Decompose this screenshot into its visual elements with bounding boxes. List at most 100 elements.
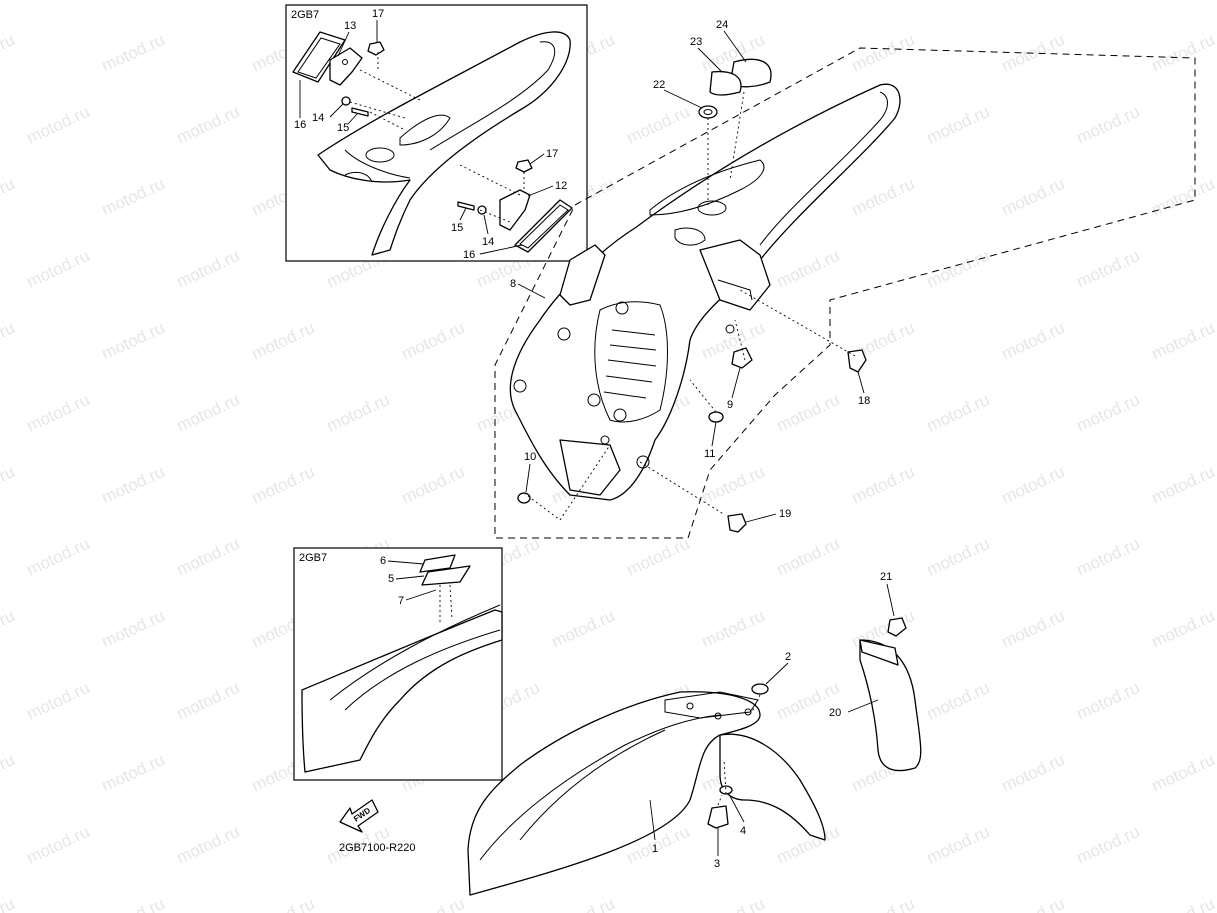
callout-4: 4: [740, 825, 746, 837]
callout-6: 6: [380, 555, 386, 567]
callout-19: 19: [779, 508, 791, 520]
leader-2: [765, 662, 789, 685]
fender-ribs: [603, 329, 657, 399]
watermark-text: motod.ru: [99, 318, 168, 364]
washer-lower-icon: [477, 205, 487, 215]
watermark-text: motod.ru: [624, 102, 693, 148]
watermark-text: motod.ru: [24, 0, 93, 4]
watermark-text: motod.ru: [924, 678, 993, 724]
watermark-text: motod.ru: [249, 318, 318, 364]
watermark-text: motod.ru: [924, 534, 993, 580]
fender-lower-edge: [344, 149, 411, 179]
watermark-text: motod.ru: [1074, 0, 1143, 4]
callout-23: 23: [690, 36, 702, 48]
watermark-text: motod.ru: [699, 462, 768, 508]
leader-8: [517, 283, 546, 299]
callout-7: 7: [398, 595, 404, 607]
leader-22: [663, 89, 703, 109]
watermark-text: motod.ru: [1149, 462, 1217, 508]
decal-5: [421, 565, 471, 586]
nut-icon: [367, 41, 385, 56]
watermark-text: motod.ru: [999, 750, 1068, 796]
watermark-text: motod.ru: [774, 534, 843, 580]
watermark-text: motod.ru: [174, 822, 243, 868]
mud-flap-mount: [859, 639, 899, 666]
watermark-text: motod.ru: [0, 462, 17, 508]
leader-23: [697, 47, 723, 73]
watermark-text: motod.ru: [174, 102, 243, 148]
leader-20: [847, 699, 879, 713]
callout-15-lower: 15: [451, 222, 463, 234]
watermark-text: motod.ru: [1149, 30, 1217, 76]
watermark-text: motod.ru: [1074, 678, 1143, 724]
watermark-text: motod.ru: [99, 750, 168, 796]
rear-fender-assembly: [494, 47, 1196, 539]
watermark-text: motod.ru: [699, 606, 768, 652]
fender-mount-hole-7: [600, 435, 610, 445]
watermark-text: motod.ru: [924, 246, 993, 292]
watermark-text: motod.ru: [1074, 822, 1143, 868]
leader-7: [405, 589, 437, 601]
fender-hole-inset: [365, 147, 395, 163]
leader-1: [649, 799, 656, 841]
leader-19: [745, 513, 777, 523]
watermark-text: motod.ru: [774, 0, 843, 4]
watermark-text: motod.ru: [249, 462, 318, 508]
watermark-text: motod.ru: [999, 174, 1068, 220]
leader-24: [723, 30, 747, 63]
front-fender-inset-contour: [329, 604, 501, 711]
collar-11-icon: [708, 411, 724, 423]
callout-14-lower: 14: [482, 236, 494, 248]
callout-22: 22: [653, 79, 665, 91]
fender-mount-hole-3: [513, 379, 527, 393]
callout-5: 5: [388, 573, 394, 585]
assembly-boundary: [494, 47, 1196, 539]
leader-11: [711, 421, 717, 447]
fender-recess-inset: [399, 114, 451, 146]
watermark-text: motod.ru: [1074, 390, 1143, 436]
callout-13: 13: [344, 20, 356, 32]
watermark-text: motod.ru: [624, 0, 693, 4]
leader-6: [387, 560, 425, 565]
mount-bracket: [699, 239, 771, 311]
watermark-text: motod.ru: [1074, 102, 1143, 148]
watermark-text: motod.ru: [0, 750, 17, 796]
front-fender-ridge: [479, 714, 721, 861]
watermark-text: motod.ru: [924, 822, 993, 868]
front-fender-mount-plate: [664, 691, 759, 719]
screw-icon: [351, 107, 369, 117]
washer-icon: [341, 96, 351, 106]
decal-23: [709, 70, 742, 96]
front-fender-ridge-inner: [519, 729, 666, 841]
callout-2: 2: [785, 651, 791, 663]
watermark-text: motod.ru: [999, 606, 1068, 652]
leader-9: [731, 367, 741, 399]
callout-3: 3: [714, 858, 720, 870]
rear-assembly-lines: [523, 91, 856, 521]
watermark-text: motod.ru: [174, 390, 243, 436]
inset-top: 2GB7: [285, 4, 588, 262]
leader-21: [886, 583, 895, 617]
watermark-text: motod.ru: [174, 534, 243, 580]
leader-14-top: [329, 103, 344, 118]
fender-arch-inset: [344, 171, 373, 183]
front-mount-hole-3: [744, 708, 752, 716]
leader-18: [857, 371, 865, 394]
collar-9-icon: [731, 347, 753, 369]
watermark-text: motod.ru: [24, 390, 93, 436]
nut-lower-icon: [515, 159, 533, 173]
watermark-text: motod.ru: [1149, 750, 1217, 796]
watermark-text: motod.ru: [0, 30, 17, 76]
rear-lower-section: [559, 439, 621, 496]
fender-inner-rim: [429, 41, 556, 151]
watermark-text: motod.ru: [549, 606, 618, 652]
callout-16-top: 16: [294, 119, 306, 131]
watermark-text: motod.ru: [24, 102, 93, 148]
inset-bottom-lines: [439, 584, 453, 625]
watermark-text: motod.ru: [324, 390, 393, 436]
watermark-text: motod.ru: [99, 462, 168, 508]
reference-code: 2GB7100-R220: [339, 842, 415, 854]
rear-fender-recess: [649, 159, 765, 216]
watermark-text: motod.ru: [849, 894, 918, 913]
